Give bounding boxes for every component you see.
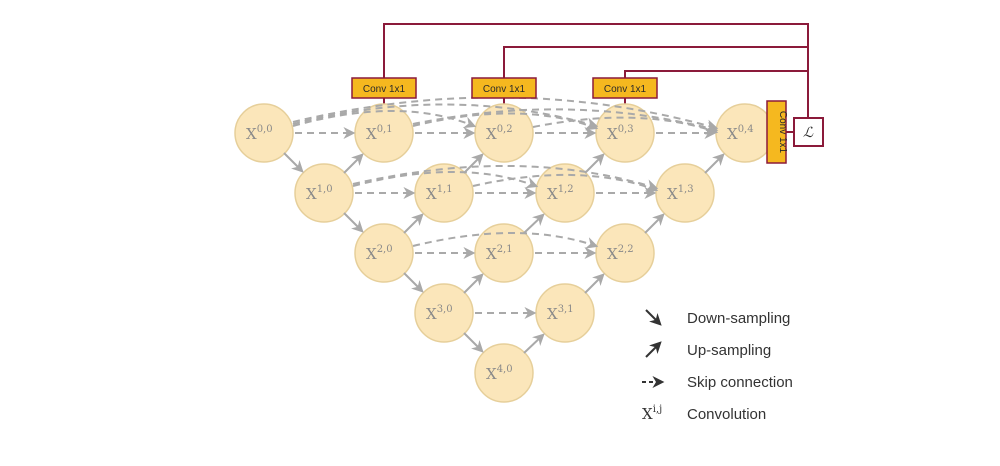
- node-x30: X3,0: [414, 283, 474, 343]
- svg-text:X1,1: X1,1: [426, 184, 453, 203]
- node-x40: X4,0: [474, 343, 534, 403]
- up-arrow-10-01: [343, 153, 364, 174]
- node-x11: X1,1: [414, 163, 474, 223]
- down-sampling-arrows: [283, 152, 484, 353]
- down-arrow-20-30: [403, 272, 424, 293]
- skip-10-13: [352, 165, 659, 191]
- legend: Down-sampling Up-sampling Skip connectio…: [642, 309, 793, 423]
- up-sampling-arrows: [343, 153, 725, 354]
- legend-conv-label: Convolution: [687, 406, 766, 423]
- down-arrow-30-40: [463, 332, 484, 353]
- loss-box: ℒ: [786, 117, 824, 147]
- skip-10-12: [352, 171, 539, 189]
- svg-text:X2,2: X2,2: [607, 244, 634, 263]
- conv-box-02: Conv 1x1: [471, 77, 537, 99]
- svg-text:X0,4: X0,4: [727, 124, 754, 143]
- svg-text:X3,0: X3,0: [426, 304, 453, 323]
- up-arrow-20-11: [403, 213, 424, 234]
- supervision-line-01: [383, 23, 809, 146]
- legend-down-icon: [645, 309, 662, 326]
- down-arrow-10-20: [343, 212, 364, 233]
- node-x04: X0,4: [715, 103, 775, 163]
- legend-skip-label: Skip connection: [687, 374, 793, 391]
- node-x20: X2,0: [354, 223, 414, 283]
- svg-text:X2,0: X2,0: [366, 244, 393, 263]
- svg-text:X0,0: X0,0: [246, 124, 273, 143]
- down-arrow-00-10: [283, 152, 304, 173]
- skip-20-22: [412, 232, 599, 249]
- svg-text:X1,0: X1,0: [306, 184, 333, 203]
- legend-up-icon: [645, 341, 662, 358]
- up-arrow-22-13: [644, 213, 665, 234]
- svg-text:Conv 1x1: Conv 1x1: [483, 84, 526, 95]
- up-arrow-40-31: [523, 333, 545, 354]
- svg-text:X4,0: X4,0: [486, 364, 513, 383]
- up-arrow-31-22: [584, 273, 605, 294]
- up-arrow-13-04: [704, 153, 725, 174]
- skip-01-04: [412, 108, 719, 134]
- node-x21: X2,1: [474, 223, 534, 283]
- skip-02-04: [532, 116, 719, 135]
- legend-conv-symbol: Xi,j: [642, 404, 662, 423]
- supervision-line-03: [624, 70, 808, 78]
- up-arrow-30-21: [463, 273, 484, 294]
- supervision-line-02: [503, 46, 808, 78]
- up-arrow-12-03: [584, 153, 605, 174]
- svg-text:X3,1: X3,1: [547, 304, 574, 323]
- svg-text:X0,2: X0,2: [486, 124, 513, 143]
- node-x00: X0,0: [234, 103, 294, 163]
- node-x02: X0,2: [474, 103, 534, 163]
- svg-text:X1,3: X1,3: [667, 184, 694, 203]
- svg-text:Conv 1x1: Conv 1x1: [777, 111, 788, 154]
- skip-00-02: [292, 110, 477, 128]
- up-arrow-11-02: [463, 153, 484, 174]
- loss-symbol: ℒ: [803, 125, 814, 141]
- conv-box-04: Conv 1x1: [766, 100, 788, 164]
- svg-text:X1,2: X1,2: [547, 184, 574, 203]
- skip-11-13: [472, 173, 659, 193]
- conv-box-03: Conv 1x1: [592, 77, 658, 99]
- deep-supervision-lines: [383, 23, 809, 146]
- svg-text:Conv 1x1: Conv 1x1: [604, 84, 647, 95]
- svg-text:X2,1: X2,1: [486, 244, 513, 263]
- skip-00-03: [292, 103, 599, 130]
- conv-box-01: Conv 1x1: [351, 77, 417, 99]
- node-x01: X0,1: [354, 103, 414, 163]
- legend-up-label: Up-sampling: [687, 342, 771, 359]
- svg-text:X0,3: X0,3: [607, 124, 634, 143]
- svg-text:X0,1: X0,1: [366, 124, 393, 143]
- legend-down-label: Down-sampling: [687, 310, 790, 327]
- skip-01-03: [412, 112, 599, 131]
- node-x10: X1,0: [294, 163, 354, 223]
- node-x03: X0,3: [595, 103, 655, 163]
- conv-boxes: Conv 1x1 Conv 1x1 Conv 1x1 Conv 1x1: [351, 77, 788, 164]
- svg-text:Conv 1x1: Conv 1x1: [363, 84, 406, 95]
- up-arrow-21-12: [523, 213, 545, 234]
